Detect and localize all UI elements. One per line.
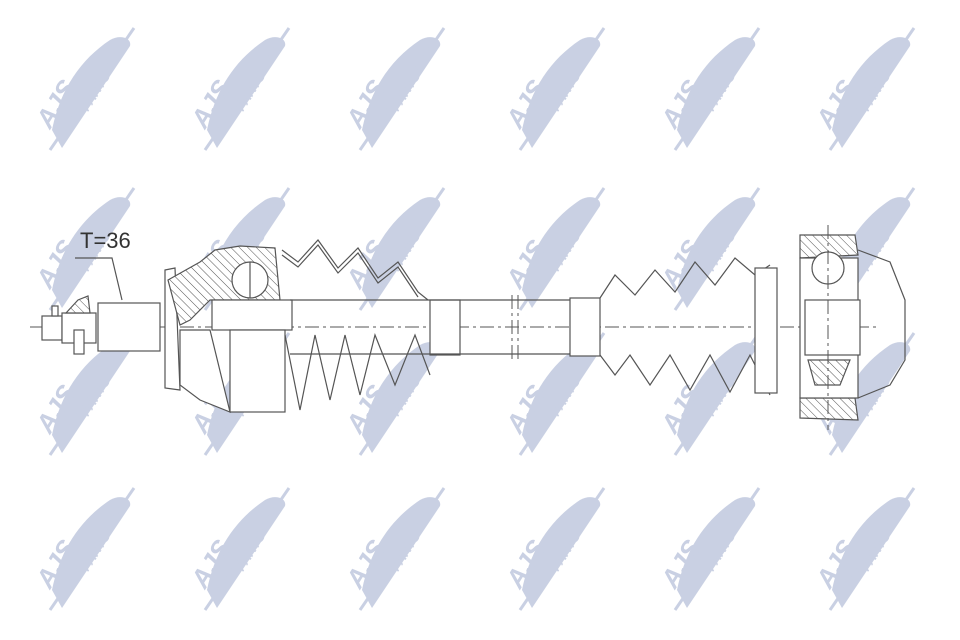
ajs-parts-watermark-icon <box>497 186 606 312</box>
teeth-count-label: T=36 <box>80 228 131 253</box>
ajs-parts-watermark-icon <box>652 186 761 312</box>
ajs-parts-watermark-icon <box>497 486 606 612</box>
ajs-parts-watermark-icon <box>652 486 761 612</box>
ajs-parts-watermark-icon <box>337 186 446 312</box>
hub-end-thread <box>41 295 97 355</box>
ajs-parts-watermark-icon <box>497 26 606 152</box>
ajs-parts-watermark-icon <box>337 486 446 612</box>
outer-cv-joint <box>164 245 293 413</box>
watermark-layer <box>27 26 916 612</box>
ajs-parts-watermark-icon <box>652 331 761 457</box>
ajs-parts-watermark-icon <box>337 26 446 152</box>
outer-splined-stub: T=36 <box>75 228 161 352</box>
ajs-parts-watermark-icon <box>652 26 761 152</box>
inner-tripod-joint <box>799 225 906 430</box>
ajs-parts-watermark-icon <box>182 26 291 152</box>
inner-boot <box>569 257 778 396</box>
ajs-parts-watermark-icon <box>807 486 916 612</box>
outer-boot <box>281 239 461 411</box>
ajs-parts-watermark-icon <box>182 486 291 612</box>
ajs-parts-watermark-icon <box>337 331 446 457</box>
ajs-parts-watermark-icon <box>27 26 136 152</box>
ajs-parts-watermark-icon <box>27 486 136 612</box>
shaft <box>290 295 600 360</box>
ajs-parts-watermark-icon <box>807 26 916 152</box>
